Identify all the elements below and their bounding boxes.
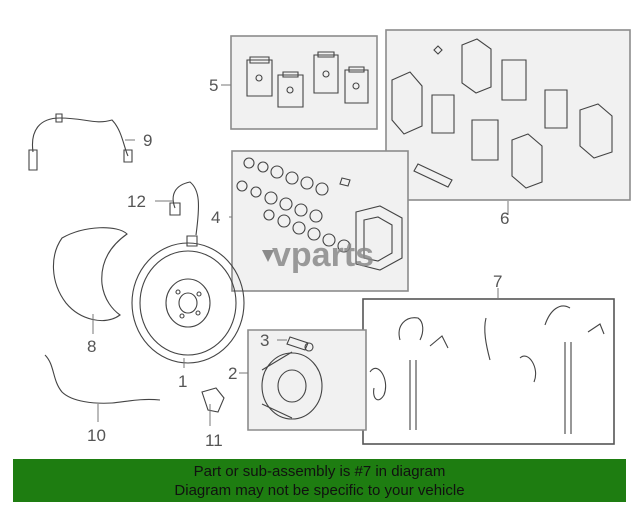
callout-5: 5	[209, 76, 218, 95]
callout-8: 8	[87, 337, 96, 356]
callout-9: 9	[143, 131, 152, 150]
brake-hose-part-12[interactable]	[169, 181, 200, 247]
harness-part-10[interactable]	[44, 354, 161, 404]
info-banner: Part or sub-assembly is #7 in diagram Di…	[13, 459, 626, 502]
callout-2: 2	[228, 364, 237, 383]
callout-7: 7	[493, 272, 502, 291]
brake-pads-part-5[interactable]	[246, 51, 369, 108]
callout-4: 4	[211, 208, 220, 227]
wheel-hub-part-2[interactable]	[247, 329, 367, 431]
callout-3: 3	[260, 331, 269, 350]
hardware-kit-part-7[interactable]	[369, 305, 605, 434]
group-box-6[interactable]	[385, 29, 631, 201]
sensor-wire-part-9[interactable]	[28, 113, 133, 171]
callout-12: 12	[127, 192, 146, 211]
callout-10: 10	[87, 426, 106, 445]
bolt-part-3[interactable]	[286, 336, 314, 352]
callout-11: 11	[205, 431, 223, 450]
callout-1: 1	[178, 372, 187, 391]
dust-shield-part-8[interactable]	[52, 227, 128, 322]
caliper-kit-part-4[interactable]	[236, 157, 403, 271]
watermark-text: vparts	[272, 236, 374, 274]
callout-6: 6	[500, 209, 509, 228]
group-box-7[interactable]	[362, 298, 615, 445]
banner-line-2: Diagram may not be specific to your vehi…	[174, 482, 465, 499]
pad-kit-part-6[interactable]	[391, 38, 613, 189]
banner-line-1: Part or sub-assembly is #7 in diagram	[193, 463, 446, 480]
watermark-logo: vparts	[262, 236, 374, 274]
brake-rotor-part-1[interactable]	[131, 242, 245, 364]
bracket-part-11[interactable]	[201, 387, 225, 413]
group-box-5[interactable]	[230, 35, 378, 130]
